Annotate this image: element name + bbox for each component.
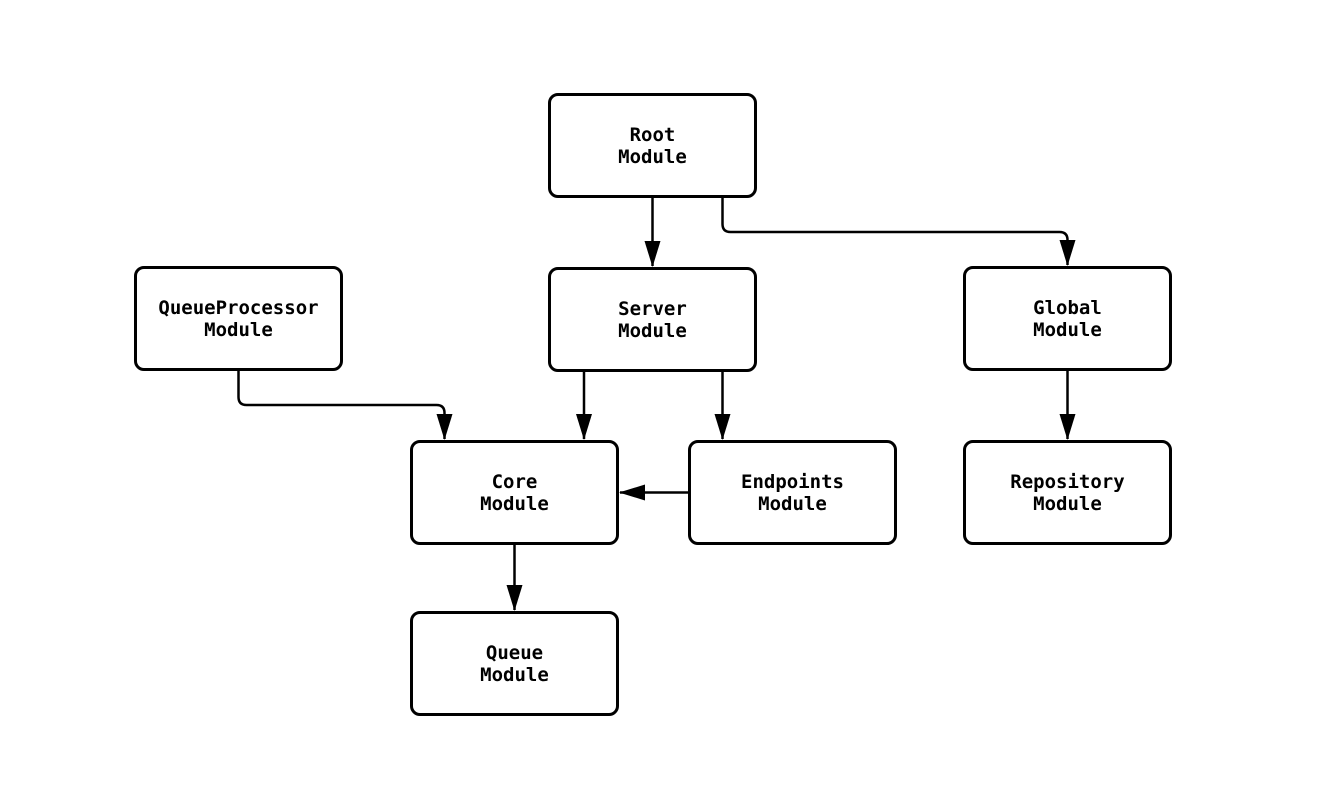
node-repository-module: Repository Module	[963, 440, 1172, 545]
node-root-module: Root Module	[548, 93, 757, 198]
node-root-module-label: Root Module	[618, 123, 687, 168]
node-server-module-label: Server Module	[618, 297, 687, 342]
node-endpoints-module: Endpoints Module	[688, 440, 897, 545]
edge-root-to-global	[721, 198, 1076, 266]
node-global-module-label: Global Module	[1033, 296, 1102, 341]
node-queueprocessor-module-label: QueueProcessor Module	[158, 296, 319, 341]
node-repository-module-label: Repository Module	[1010, 470, 1125, 515]
node-core-module: Core Module	[410, 440, 619, 545]
node-global-module: Global Module	[963, 266, 1172, 371]
node-endpoints-module-label: Endpoints Module	[741, 470, 844, 515]
node-queue-module-label: Queue Module	[480, 641, 549, 686]
edge-queueprocessor-to-core	[237, 371, 453, 440]
node-queueprocessor-module: QueueProcessor Module	[134, 266, 343, 371]
node-core-module-label: Core Module	[480, 470, 549, 515]
node-server-module: Server Module	[548, 267, 757, 372]
node-queue-module: Queue Module	[410, 611, 619, 716]
